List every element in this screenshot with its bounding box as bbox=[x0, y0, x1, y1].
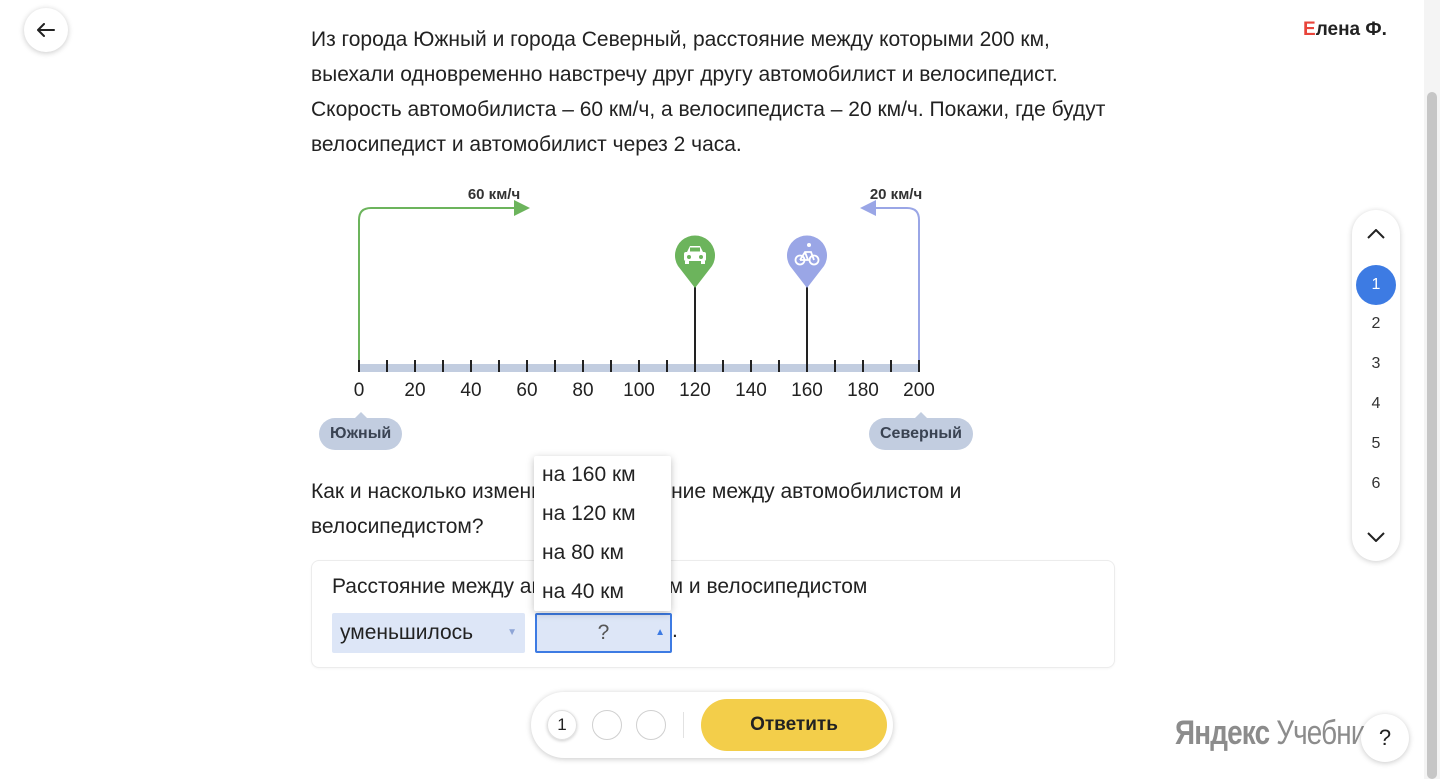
town-south-badge: Южный bbox=[319, 412, 403, 450]
user-name-rest: лена Ф. bbox=[1315, 19, 1387, 40]
question-text: Как и насколько изменилось расстояние ме… bbox=[311, 480, 962, 538]
pager-item-6[interactable]: 6 bbox=[1371, 475, 1381, 492]
dropdown-option[interactable]: на 40 км bbox=[542, 580, 624, 603]
logo-part-uchebnik: Учебник bbox=[1276, 714, 1378, 752]
change-direction-value: уменьшилось bbox=[340, 621, 474, 644]
triangle-up-icon: ▲ bbox=[655, 627, 665, 638]
scrollbar-thumb[interactable] bbox=[1427, 92, 1437, 779]
help-button[interactable]: ? bbox=[1361, 714, 1409, 762]
tick-label: 160 bbox=[791, 380, 823, 401]
sentence-period: . bbox=[672, 619, 678, 642]
dropdown-option[interactable]: на 120 км bbox=[542, 502, 636, 525]
pager-up-button[interactable] bbox=[1352, 214, 1400, 254]
chevron-down-icon bbox=[1367, 532, 1385, 542]
user-name[interactable]: Елена Ф. bbox=[1303, 19, 1387, 41]
back-button[interactable] bbox=[24, 8, 68, 52]
bike-direction-arrow bbox=[860, 200, 920, 365]
bicycle-icon bbox=[794, 243, 820, 266]
submit-answer-button[interactable]: Ответить bbox=[701, 699, 887, 751]
user-name-initial: Е bbox=[1303, 19, 1316, 40]
tick-label: 140 bbox=[735, 380, 767, 401]
yandex-uchebnik-logo[interactable]: Яндекс Учебник bbox=[1175, 714, 1378, 753]
tick-label: 20 bbox=[404, 380, 425, 401]
car-icon bbox=[684, 246, 706, 264]
triangle-down-icon: ▼ bbox=[507, 627, 517, 638]
tick-label: 180 bbox=[847, 380, 879, 401]
pager-item-1[interactable]: 1 bbox=[1356, 265, 1396, 305]
answer-panel: Расстояние между автомобилистом и велоси… bbox=[311, 560, 1115, 668]
attempt-indicator-3 bbox=[636, 710, 666, 740]
bike-marker[interactable] bbox=[787, 235, 827, 372]
dropdown-option[interactable]: на 80 км bbox=[542, 541, 624, 564]
pager-down-button[interactable] bbox=[1352, 517, 1400, 557]
car-direction-arrow bbox=[358, 200, 530, 365]
change-amount-select[interactable]: ? ▲ bbox=[535, 613, 672, 653]
car-speed-label: 60 км/ч bbox=[468, 186, 520, 203]
arrow-left-icon bbox=[37, 23, 55, 37]
distance-diagram: 60 км/ч 20 км/ч 0 20 40 60 80 100 120 140 160 180… bbox=[300, 175, 980, 465]
change-amount-value: ? bbox=[597, 621, 610, 644]
pager-item-5[interactable]: 5 bbox=[1371, 435, 1381, 452]
problem-statement: Из города Южный и города Северный, расст… bbox=[311, 22, 1131, 162]
pager-item-4[interactable]: 4 bbox=[1371, 395, 1381, 412]
attempt-indicator-2 bbox=[592, 710, 622, 740]
problem-text: Из города Южный и города Северный, расст… bbox=[311, 28, 1106, 156]
tick-label: 40 bbox=[460, 380, 481, 401]
car-marker[interactable] bbox=[675, 235, 715, 372]
bike-speed-label: 20 км/ч bbox=[870, 186, 922, 203]
tick-label: 80 bbox=[572, 380, 593, 401]
dropdown-option[interactable]: на 160 км bbox=[542, 463, 636, 486]
change-amount-dropdown[interactable]: на 160 км на 120 км на 80 км на 40 км bbox=[534, 456, 671, 611]
pager-item-2[interactable]: 2 bbox=[1371, 315, 1381, 332]
pager-item-3[interactable]: 3 bbox=[1371, 355, 1381, 372]
tick-label: 60 bbox=[516, 380, 537, 401]
answer-toolbar: 1 Ответить bbox=[531, 692, 893, 758]
tick-label: 200 bbox=[903, 380, 935, 401]
tick-label: 0 bbox=[354, 380, 365, 401]
tick-label: 100 bbox=[623, 380, 655, 401]
tick-label: 120 bbox=[679, 380, 711, 401]
task-pager: 1 2 3 4 5 6 bbox=[1352, 210, 1400, 561]
diagram-svg: 60 км/ч 20 км/ч 0 20 40 60 80 100 120 140 160 180… bbox=[354, 186, 935, 401]
attempt-indicator-1: 1 bbox=[547, 710, 577, 740]
toolbar-divider bbox=[683, 712, 684, 738]
logo-part-yandex: Яндекс bbox=[1175, 714, 1270, 752]
town-north-badge: Северный bbox=[869, 412, 973, 450]
chevron-up-icon bbox=[1367, 229, 1385, 239]
change-direction-select[interactable]: уменьшилось ▼ bbox=[332, 613, 525, 653]
